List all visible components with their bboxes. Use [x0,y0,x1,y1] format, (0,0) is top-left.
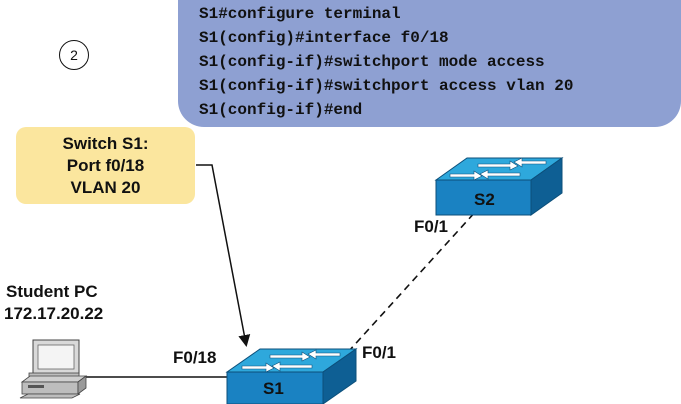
s1-port-uplink-label: F0/1 [362,343,397,362]
s2-port-uplink-label: F0/1 [414,217,449,236]
command-line-3: S1(config-if)#switchport mode access [199,53,545,71]
s1-s2-link [347,209,478,353]
callout-line-3: VLAN 20 [70,177,141,197]
callout-arrow [196,164,251,347]
pc-icon [19,339,88,399]
callout-box: Switch S1: Port f0/18 VLAN 20 [16,127,195,204]
step-number: 2 [59,40,89,70]
callout-line-2: Port f0/18 [66,155,145,175]
callout-line-1: Switch S1: [62,133,149,153]
switch-s2-icon [434,157,564,216]
pc-name-label: Student PC [6,282,98,301]
step-number-text: 2 [70,47,78,63]
command-box [178,0,681,127]
command-line-4: S1(config-if)#switchport access vlan 20 [199,77,574,95]
switch-s2-label: S2 [474,190,495,209]
switch-s1-icon [225,348,358,404]
command-line-1: S1#configure terminal [199,5,401,23]
s1-port-pc-label: F0/18 [173,348,217,367]
command-line-5: S1(config-if)#end [199,101,363,119]
command-line-2: S1(config)#interface f0/18 [199,29,449,47]
switch-s1-label: S1 [263,379,284,398]
pc-ip-label: 172.17.20.22 [4,304,104,323]
